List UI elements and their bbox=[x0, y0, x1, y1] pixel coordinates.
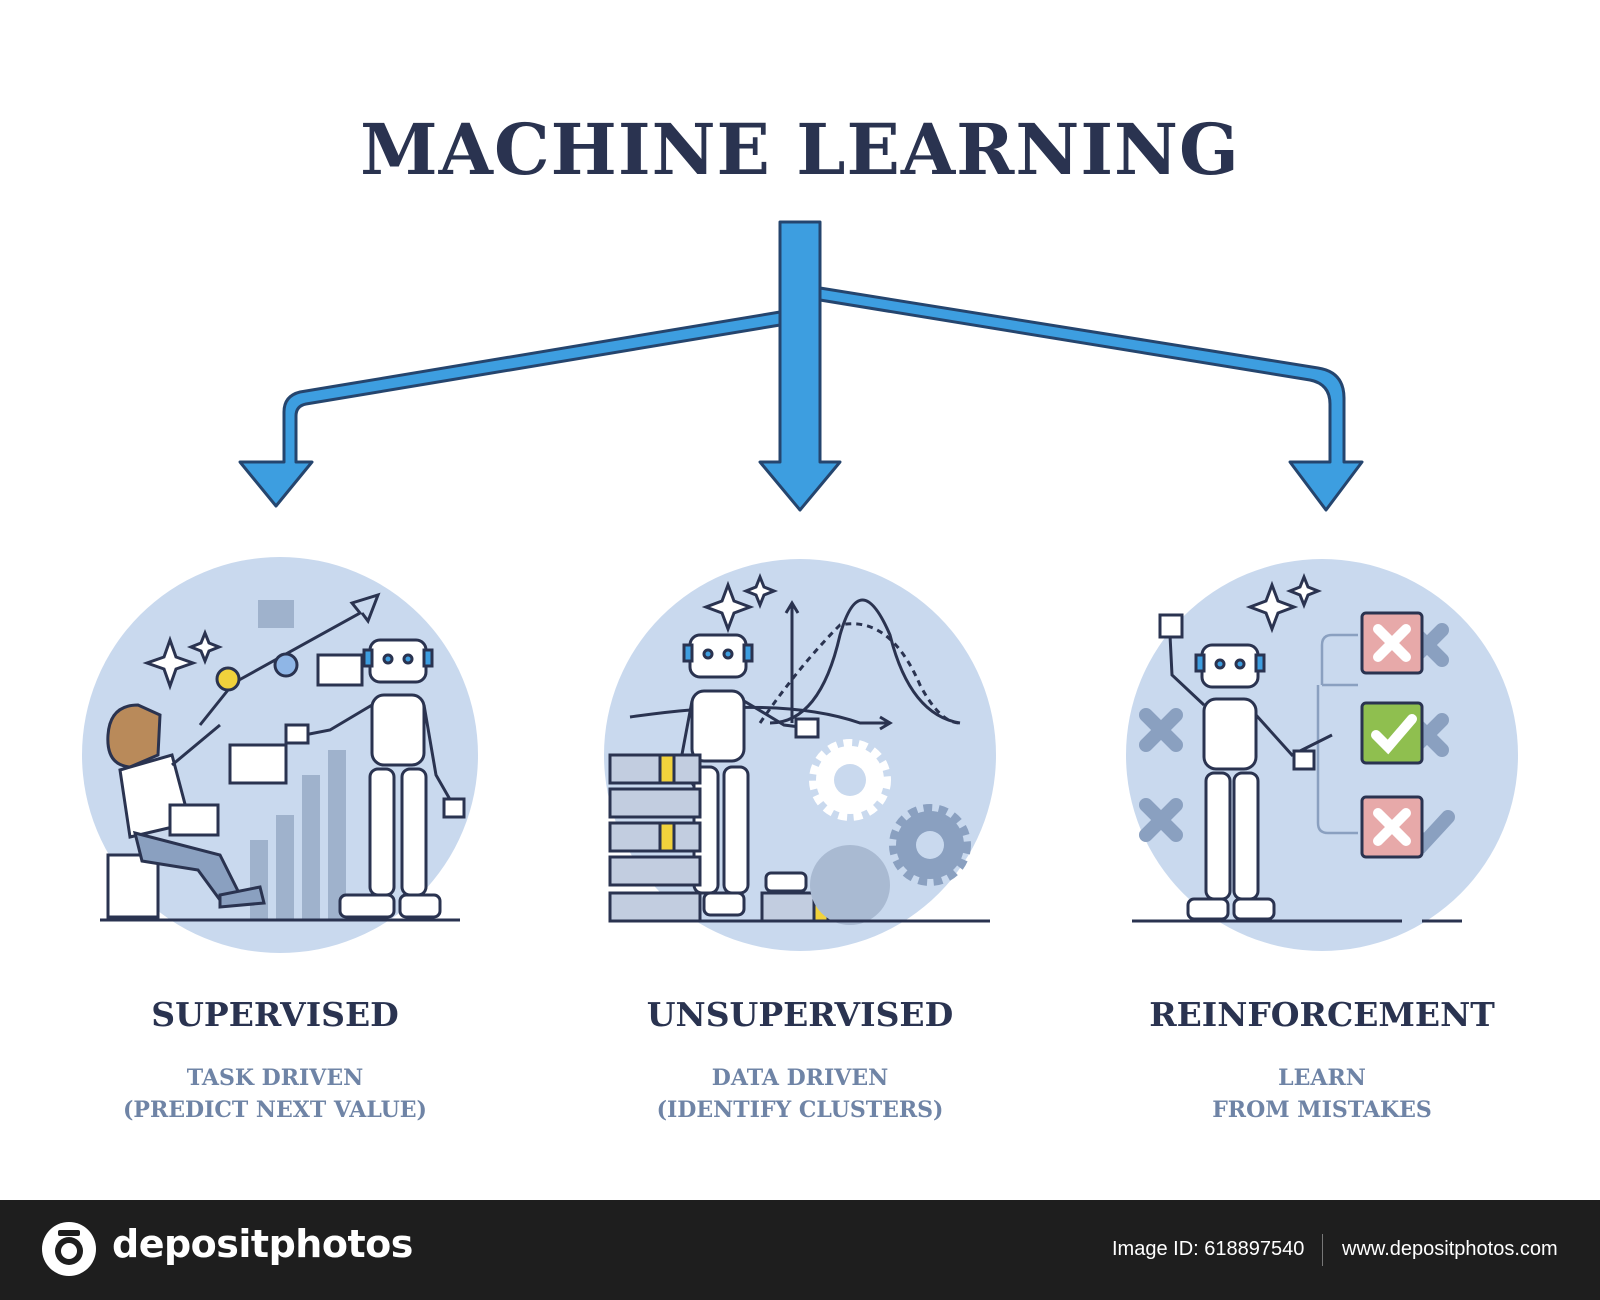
sparkle-icon bbox=[701, 572, 779, 634]
cross-icon bbox=[1360, 611, 1424, 675]
category-name: REINFORCEMENT bbox=[1149, 995, 1495, 1034]
category-description: LEARN FROM MISTAKES bbox=[1092, 1062, 1552, 1126]
footer-divider bbox=[1322, 1234, 1323, 1266]
description-line: LEARN bbox=[1278, 1065, 1366, 1091]
description-line: (IDENTIFY CLUSTERS) bbox=[656, 1097, 944, 1123]
description-line: (PREDICT NEXT VALUE) bbox=[123, 1097, 427, 1123]
camera-logo-icon bbox=[42, 1222, 96, 1276]
footer-bar: depositphotos Image ID: 618897540 www.de… bbox=[0, 1200, 1600, 1300]
image-id: Image ID: 618897540 bbox=[1112, 1238, 1305, 1260]
reinforcement-illustration bbox=[1126, 559, 1518, 951]
gear-icon bbox=[809, 739, 971, 925]
category-description: DATA DRIVEN (IDENTIFY CLUSTERS) bbox=[570, 1062, 1030, 1126]
sparkle-icon bbox=[1245, 572, 1323, 634]
category-reinforcement: REINFORCEMENT LEARN FROM MISTAKES bbox=[1092, 995, 1552, 1126]
diagram: MACHINE LEARNING bbox=[45, 108, 1552, 1126]
trend-arrow-icon bbox=[198, 592, 381, 726]
diagram-title: MACHINE LEARNING bbox=[360, 108, 1240, 191]
description-line: FROM MISTAKES bbox=[1212, 1097, 1432, 1123]
sparkle-icon bbox=[142, 628, 224, 691]
supervised-illustration bbox=[82, 557, 478, 953]
unsupervised-illustration bbox=[604, 559, 996, 951]
arrow-center bbox=[758, 220, 842, 512]
brand-name: depositphotos bbox=[112, 1222, 413, 1266]
category-name: UNSUPERVISED bbox=[646, 995, 954, 1034]
check-icon bbox=[1360, 701, 1424, 765]
robot-icon bbox=[1158, 613, 1333, 921]
category-name: SUPERVISED bbox=[151, 995, 399, 1034]
robot-icon bbox=[284, 638, 466, 919]
bell-curve-icon bbox=[629, 598, 961, 731]
category-unsupervised: UNSUPERVISED DATA DRIVEN (IDENTIFY CLUST… bbox=[570, 995, 1030, 1126]
description-line: DATA DRIVEN bbox=[711, 1065, 889, 1091]
person-icon bbox=[106, 703, 266, 919]
site-url: www.depositphotos.com bbox=[1342, 1238, 1558, 1260]
cross-icon bbox=[1360, 795, 1424, 859]
description-line: TASK DRIVEN bbox=[186, 1065, 364, 1091]
category-description: TASK DRIVEN (PREDICT NEXT VALUE) bbox=[45, 1062, 505, 1126]
category-supervised: SUPERVISED TASK DRIVEN (PREDICT NEXT VAL… bbox=[45, 995, 505, 1126]
arrow-right bbox=[818, 286, 1364, 512]
branch-arrows bbox=[238, 220, 1364, 512]
arrow-left bbox=[238, 310, 782, 508]
